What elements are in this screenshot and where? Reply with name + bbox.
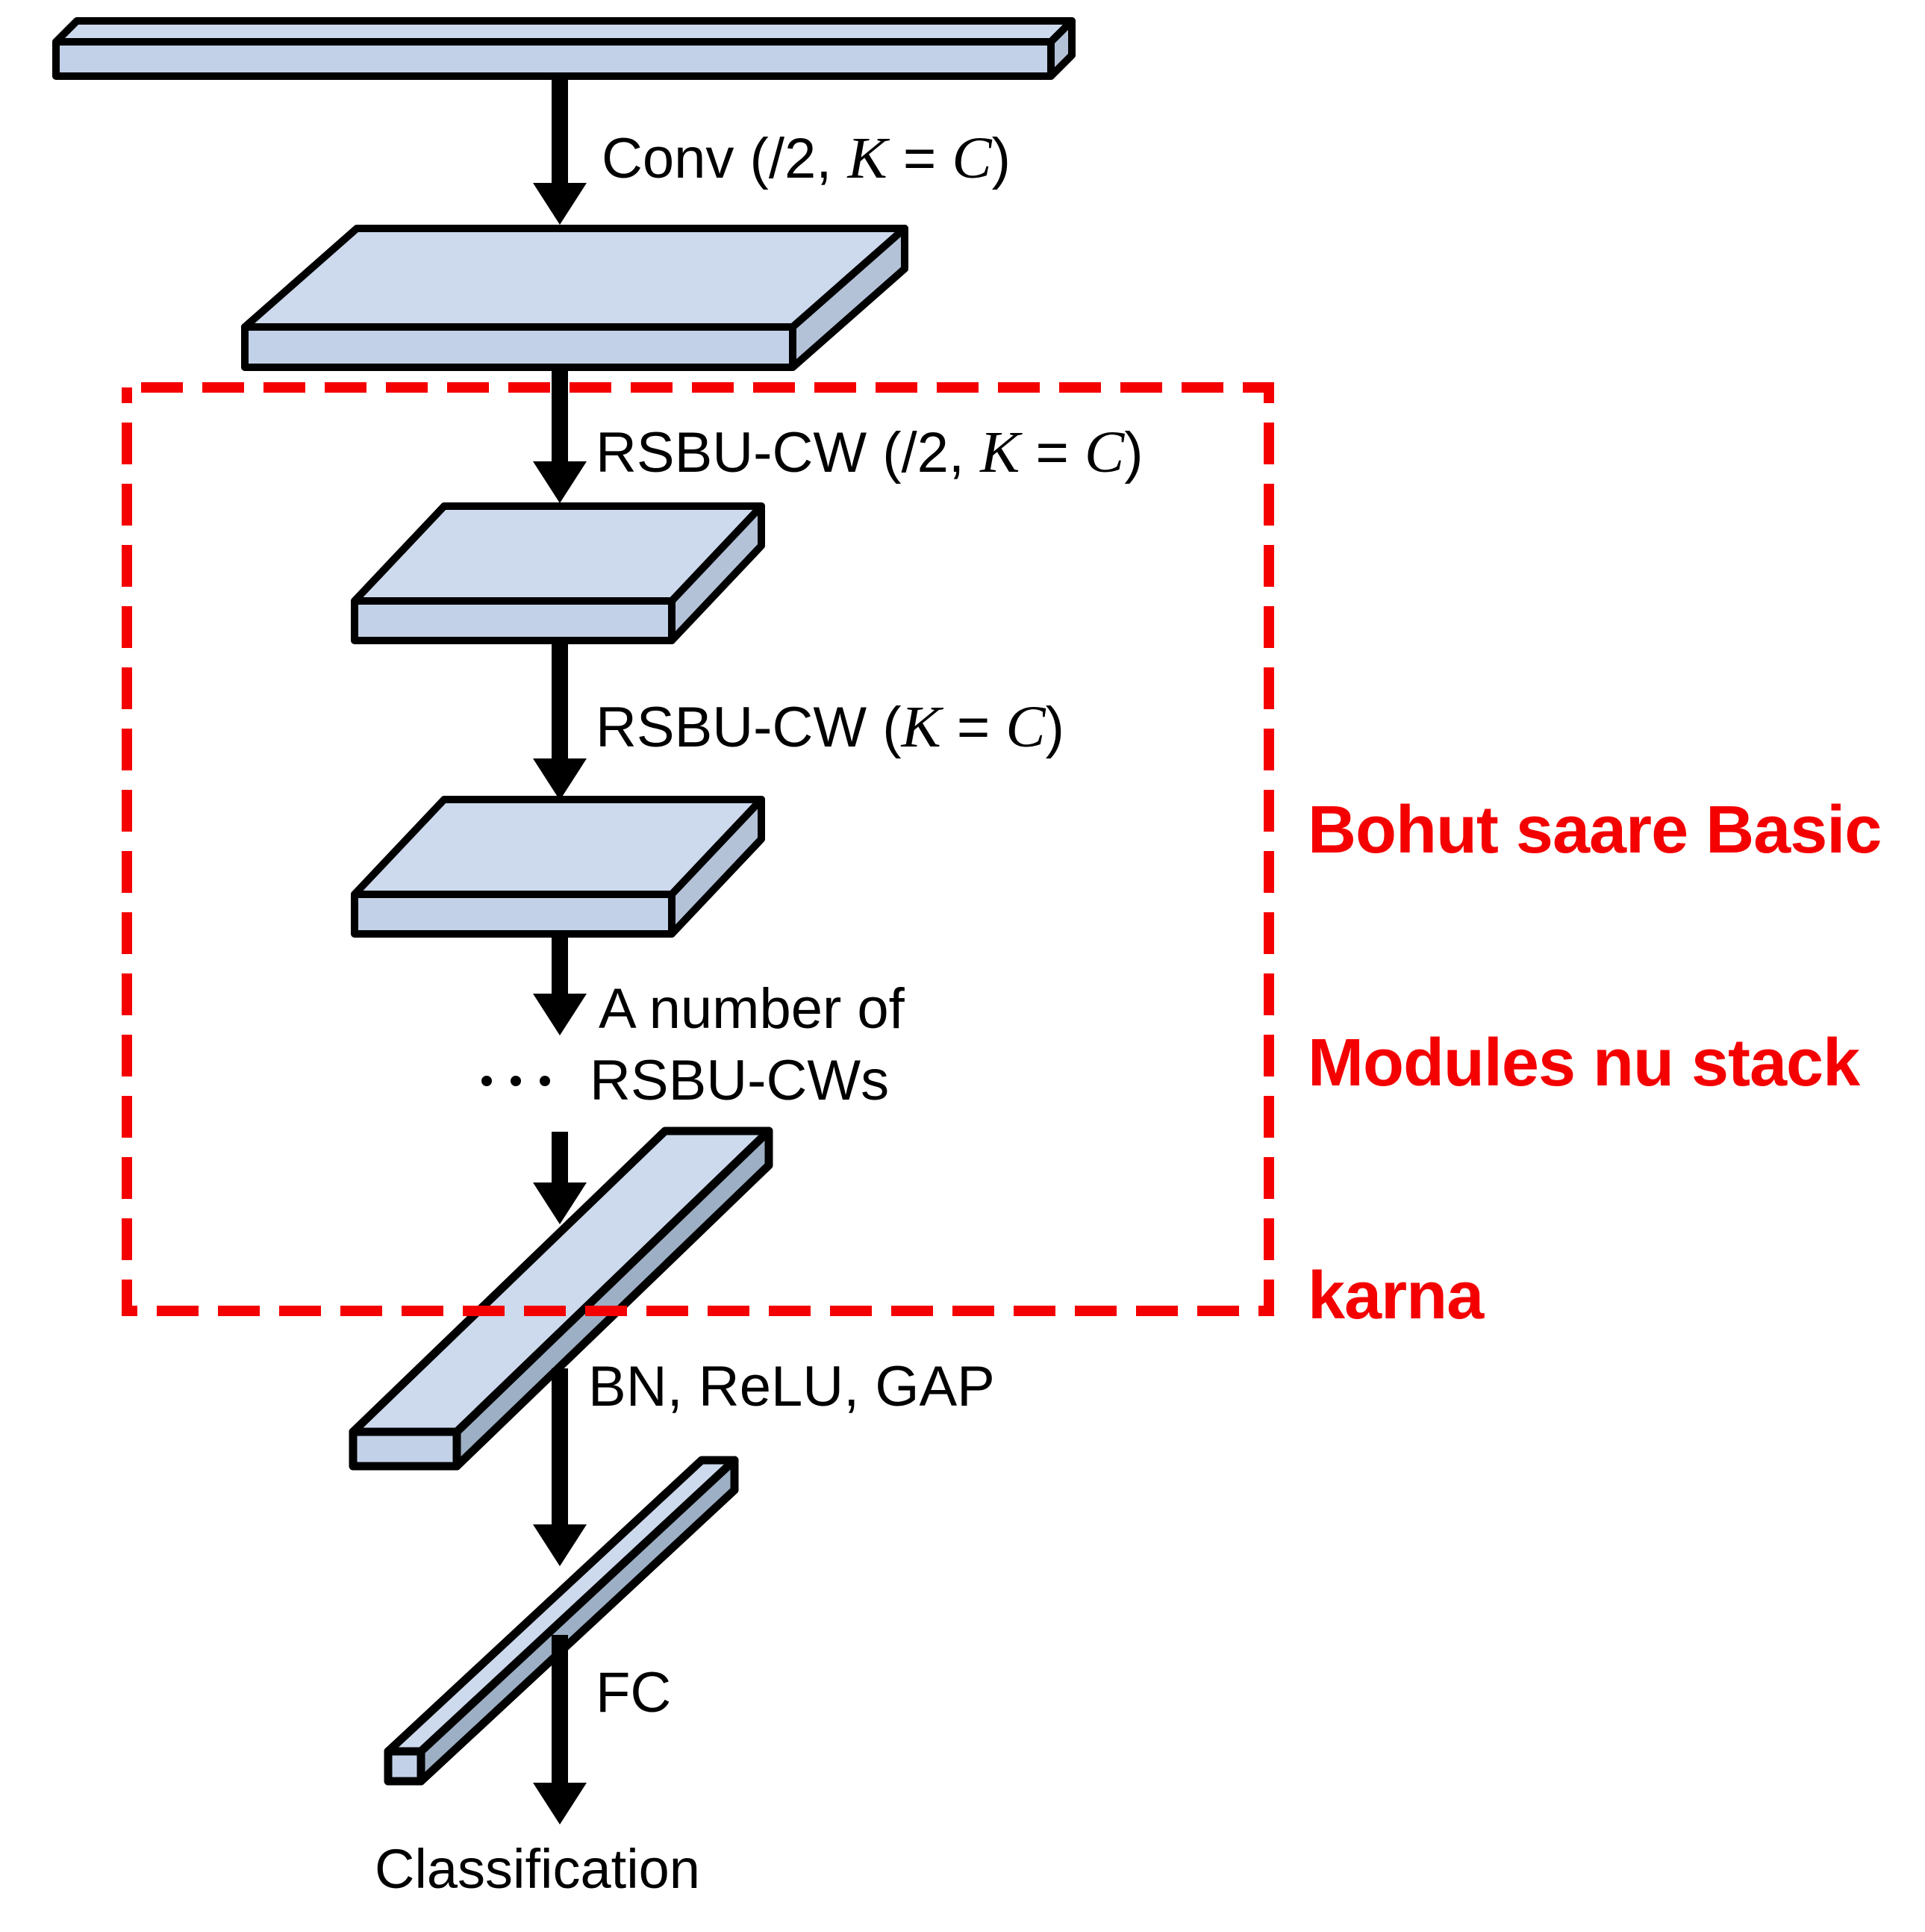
rsbu2-label: RSBU-CW (K = C): [596, 694, 1064, 760]
annotation-line-2: Modules nu stack: [1308, 1026, 1860, 1100]
classification-label: Classification: [375, 1838, 700, 1900]
basic-modules-annotation: Bohut saare Basic Modules nu stack karna: [1308, 636, 1882, 1490]
fc-label: FC: [596, 1661, 672, 1724]
gap-vector-bar: [384, 1456, 739, 1786]
input-feature-bar: [52, 17, 1076, 80]
stacked-output-bar: [349, 1127, 773, 1471]
conv-output-slab: [241, 225, 908, 371]
annotation-line-3: karna: [1308, 1259, 1484, 1333]
fc-arrow: [533, 1635, 587, 1825]
stack-note-line1: A number of: [599, 977, 905, 1041]
rsbu2-arrow: [533, 641, 587, 800]
rsbu1-arrow: [533, 370, 587, 503]
rsbu2-output-slab: [351, 796, 765, 938]
stack-arrow: [533, 934, 587, 1035]
last-rsbu-arrow: [533, 1132, 587, 1224]
dot-icon: [540, 1076, 550, 1086]
annotation-line-1: Bohut saare Basic: [1308, 793, 1882, 867]
ellipsis-dots: [481, 1076, 550, 1086]
dot-icon: [511, 1076, 521, 1086]
rsbu1-label: RSBU-CW (/2, K = C): [596, 420, 1144, 485]
dot-icon: [481, 1076, 492, 1086]
rsbu1-output-slab: [351, 502, 765, 644]
conv-label: Conv (/2, K = C): [602, 125, 1011, 191]
bn-relu-gap-label: BN, ReLU, GAP: [588, 1355, 995, 1418]
stack-note-line2: RSBU-CWs: [590, 1049, 890, 1112]
conv-arrow: [533, 78, 587, 225]
bn-relu-gap-arrow: [533, 1368, 587, 1566]
basic-modules-dashed-box: [122, 382, 1274, 1316]
